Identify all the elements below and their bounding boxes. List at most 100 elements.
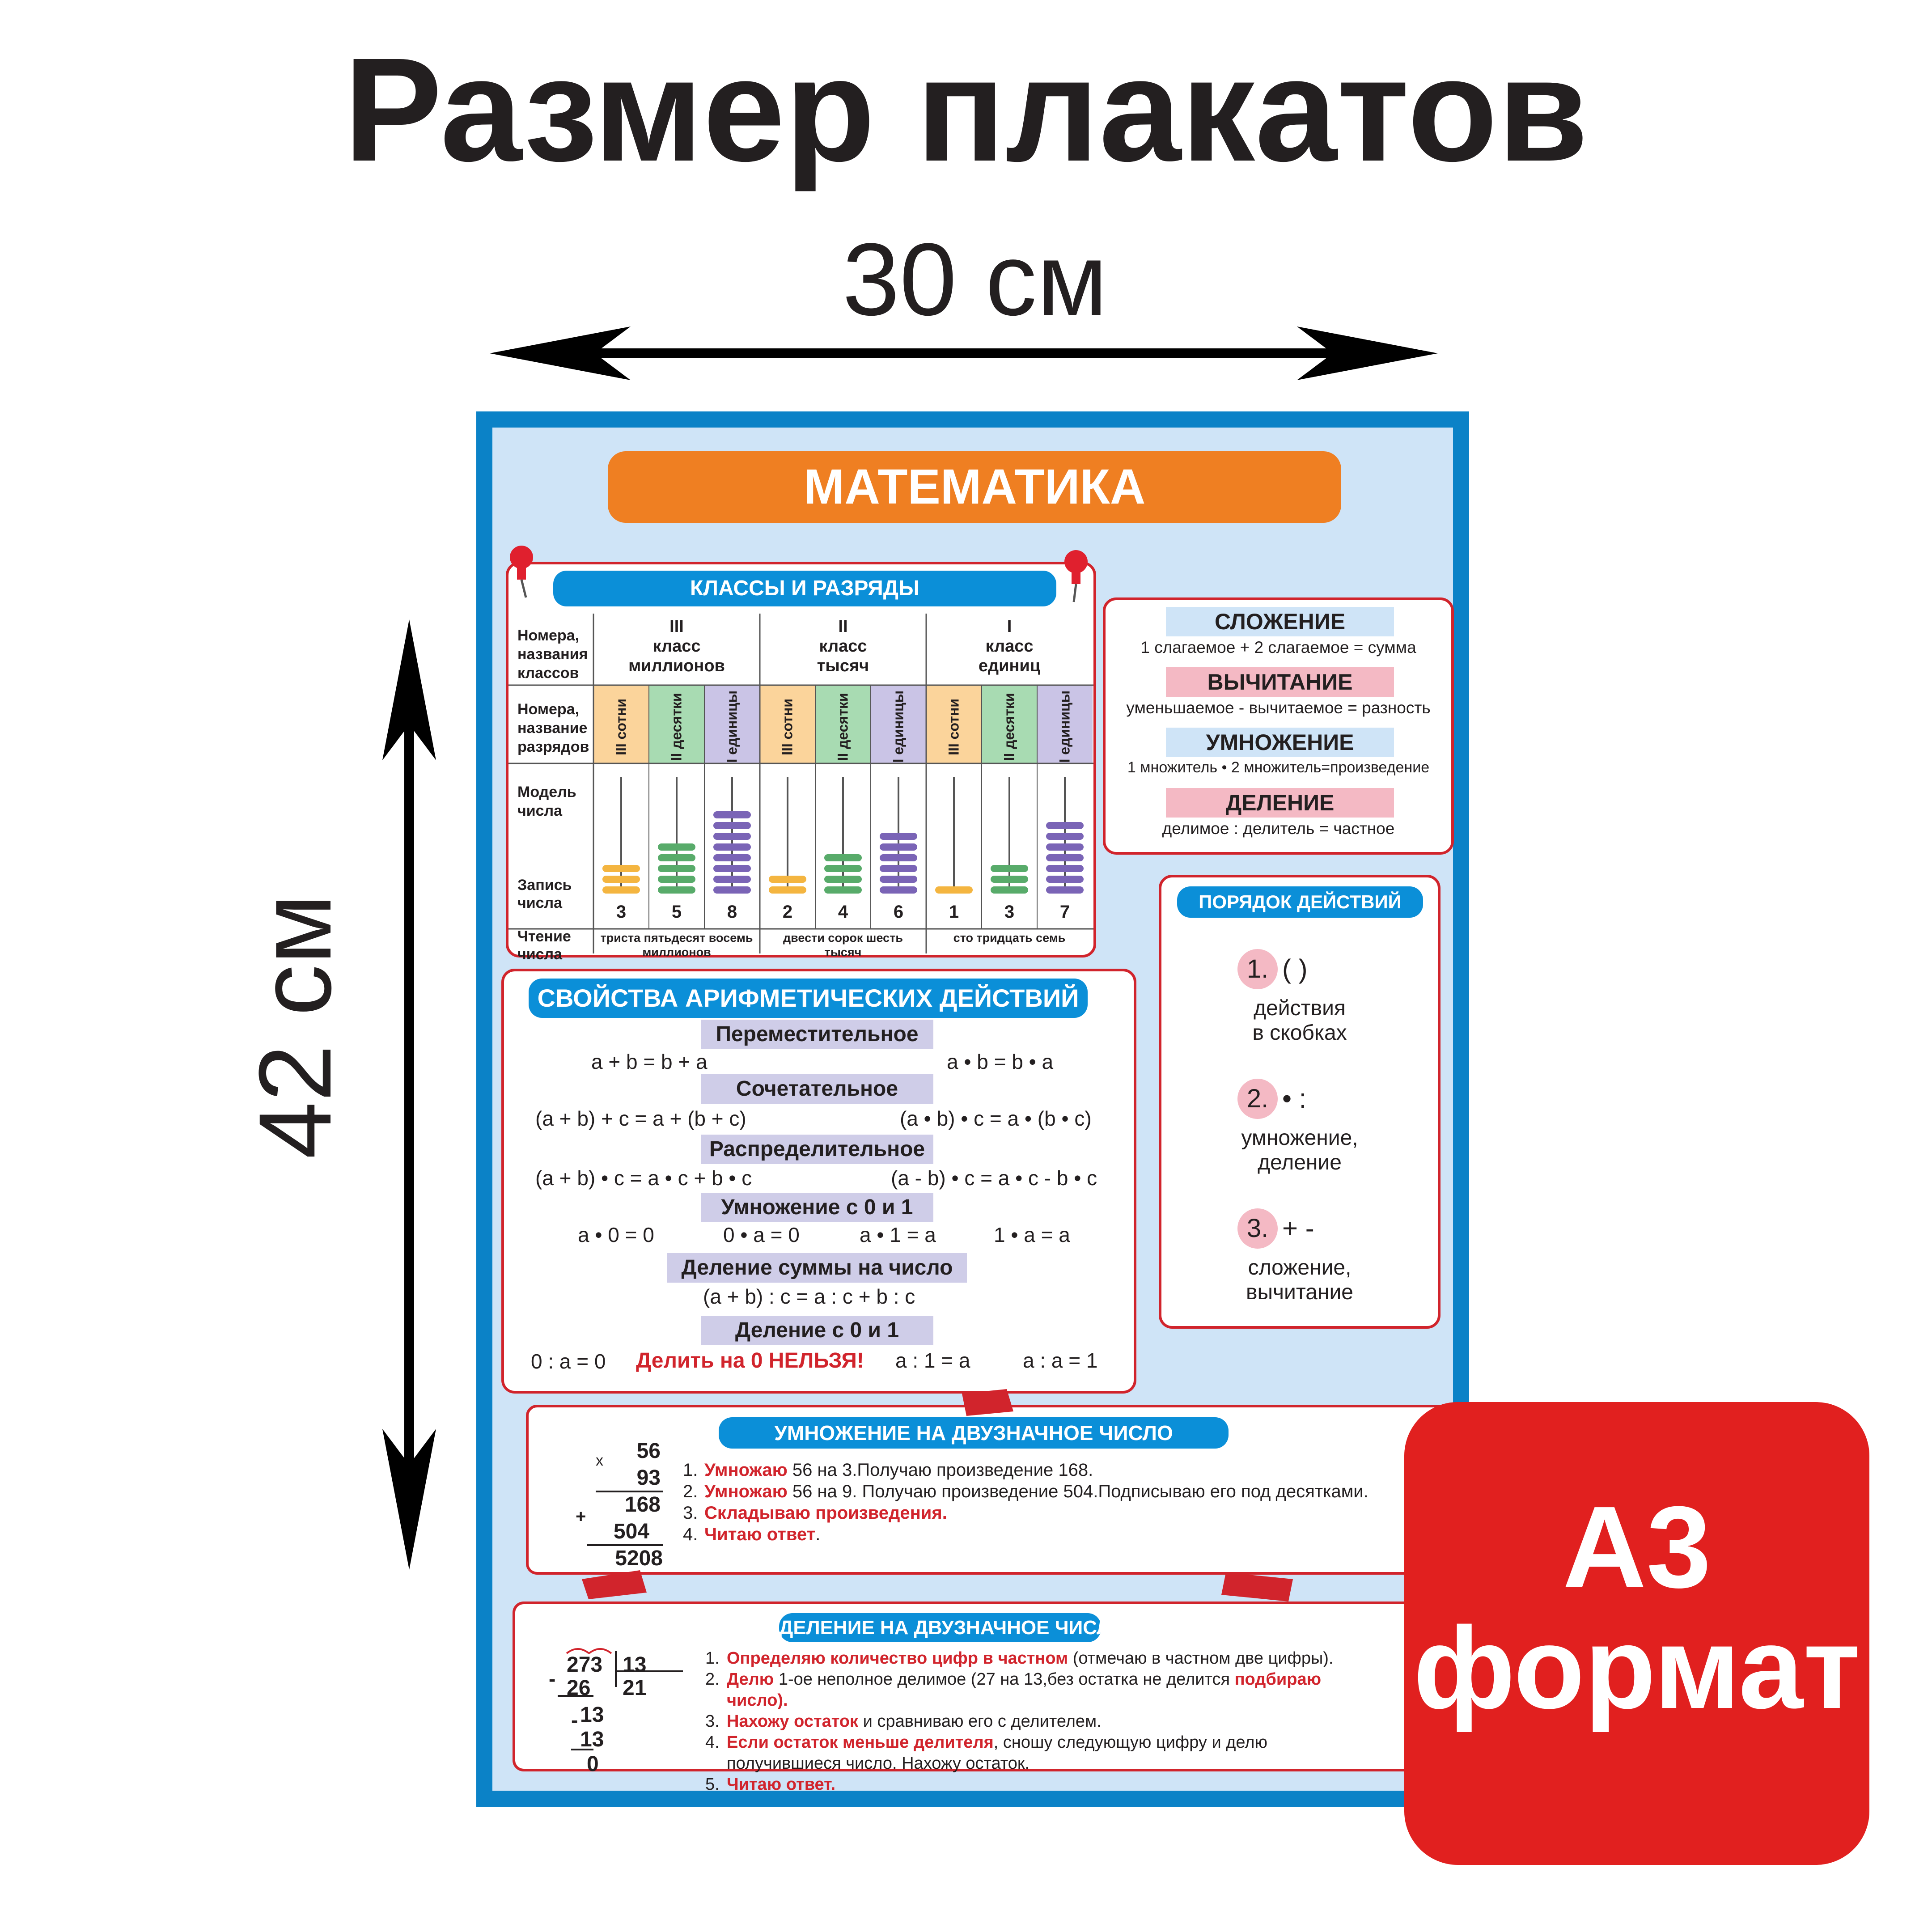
step-row: 3.Складываю произведения. (683, 1503, 947, 1523)
format-badge-size: А3 (1562, 1483, 1712, 1612)
row-label-classes: классов (517, 665, 579, 682)
abacus-bead (658, 886, 695, 894)
multiplication-box: УМНОЖЕНИЕ НА ДВУЗНАЧНОЕ ЧИСЛО 56 x 93 16… (526, 1405, 1465, 1575)
step-text: 1-ое неполное делимое (27 на 13,без оста… (774, 1670, 1235, 1689)
mul01-item: a • 0 = 0 (578, 1223, 654, 1246)
step-row: 2.Умножаю 56 на 9. Получаю произведение … (683, 1482, 1368, 1502)
operation-name: ДЕЛЕНИЕ (1166, 788, 1394, 818)
step-text: 56 на 9. Получаю произведение 504.Подпис… (787, 1482, 1368, 1501)
step-emphasis: Делю (727, 1670, 774, 1689)
mul-partial-1: 168 (624, 1493, 661, 1517)
height-arrow-icon (382, 619, 436, 1570)
step-row: 4.Читаю ответ. (683, 1525, 820, 1545)
abacus-bead (1046, 886, 1084, 894)
mul-partial-2: 504 (613, 1520, 649, 1543)
ribbons (582, 1389, 1293, 1602)
mul-factor-a: 56 (636, 1439, 661, 1463)
abacus-bead (713, 876, 751, 883)
row-label-classes: Номера, (517, 627, 580, 644)
class-number: I (1007, 617, 1012, 636)
abacus-bead (991, 865, 1028, 872)
mul01-item: 1 • a = a (994, 1223, 1070, 1246)
ribbon-icon (1221, 1572, 1293, 1602)
rank-cell (871, 685, 926, 763)
abacus-bead (602, 886, 640, 894)
abacus-bead (1046, 822, 1084, 829)
operation-formula: уменьшаемое - вычитаемое = разность (1126, 699, 1431, 717)
step-emphasis: Умножаю (704, 1460, 788, 1480)
order-desc: умножение, (1241, 1126, 1358, 1150)
abacus-bead (991, 876, 1028, 883)
abacus-bead (880, 843, 917, 851)
page-heading: Размер плакатов (343, 27, 1589, 192)
distributive-label: Распределительное (701, 1135, 933, 1164)
digit: 5 (671, 902, 682, 922)
step-row: получившиеся число. Нахожу остаток. (705, 1754, 1030, 1773)
div-subtrahend-1: 26 (567, 1676, 591, 1700)
abacus-bead (713, 833, 751, 840)
associative-mul: (a • b) • c = a • (b • c) (900, 1107, 1092, 1130)
order-desc: вычитание (1246, 1280, 1353, 1304)
width-arrow-icon (490, 326, 1438, 380)
abacus-bead (1046, 843, 1084, 851)
class-number: II (838, 617, 848, 636)
step-row: 1.Умножаю 56 на 3.Получаю произведение 1… (683, 1460, 1093, 1480)
pins (510, 546, 1088, 602)
step-row: 4.Если остаток меньше делителя, сношу сл… (705, 1733, 1267, 1752)
row-label-model: числа (517, 802, 563, 819)
step-emphasis: Нахожу остаток (727, 1712, 859, 1731)
classes-title: КЛАССЫ И РАЗРЯДЫ (553, 571, 1056, 606)
abacus-bead (769, 876, 806, 883)
class-word: класс (652, 637, 701, 656)
abacus-bead (769, 886, 806, 894)
operation-formula: делимое : делитель = частное (1162, 819, 1395, 838)
step-number: 1. (683, 1460, 698, 1480)
abacus-bead (602, 876, 640, 883)
format-badge: А3 формат (1404, 1402, 1869, 1865)
step-number: 5. (705, 1775, 720, 1794)
div-remainder-2: 0 (587, 1752, 599, 1776)
div-divisor: 13 (623, 1653, 647, 1677)
digit: 7 (1059, 902, 1070, 922)
step-text: , сношу следующую цифру и делю (993, 1733, 1267, 1752)
pin-icon (1064, 550, 1088, 602)
step-number: 3. (683, 1503, 698, 1523)
ribbon-icon (582, 1570, 647, 1599)
step-emphasis: Определяю количество цифр в частном (727, 1649, 1068, 1668)
mul-line (587, 1544, 663, 1546)
ribbon-icon (962, 1389, 1013, 1416)
mul-times-sign: x (596, 1452, 603, 1469)
step-text: (отмечаю в частном две цифры). (1068, 1649, 1334, 1668)
step-row: 1. Определяю количество цифр в частном (о… (705, 1649, 1333, 1668)
rank-cell (760, 685, 815, 763)
order-desc: в скобках (1252, 1021, 1347, 1045)
rank-cell (982, 685, 1037, 763)
row-label-reading: Чтение (517, 928, 571, 945)
rank-cell (649, 685, 704, 763)
reading-line1: сто тридцать семь (953, 931, 1066, 945)
div-subtrahend-2: 13 (580, 1728, 604, 1751)
rank-cell (815, 685, 871, 763)
mul-factor-b: 93 (636, 1466, 661, 1490)
mul-result: 5208 (615, 1546, 663, 1570)
step-emphasis: Читаю ответ. (727, 1775, 836, 1794)
step-number: 1. (705, 1649, 720, 1668)
abacus-bead (1046, 876, 1084, 883)
abacus-bead (824, 886, 862, 894)
div01-zero: 0 : a = 0 (531, 1350, 606, 1373)
order-symbol: + - (1282, 1213, 1314, 1243)
abacus-bead (713, 822, 751, 829)
pin-icon (510, 546, 533, 598)
reading-line2: тысяч (824, 945, 862, 959)
row-label-ranks: разрядов (517, 738, 589, 755)
rank-cell (1037, 685, 1093, 763)
order-title: ПОРЯДОК ДЕЙСТВИЙ (1177, 886, 1423, 918)
step-emphasis: Умножаю (704, 1482, 788, 1501)
width-label: 30 см (842, 222, 1108, 337)
step-number: 3. (705, 1712, 720, 1731)
class-name: единиц (978, 657, 1041, 675)
step-text: . (815, 1525, 821, 1544)
step-text: получившиеся число. Нахожу остаток. (727, 1754, 1030, 1773)
